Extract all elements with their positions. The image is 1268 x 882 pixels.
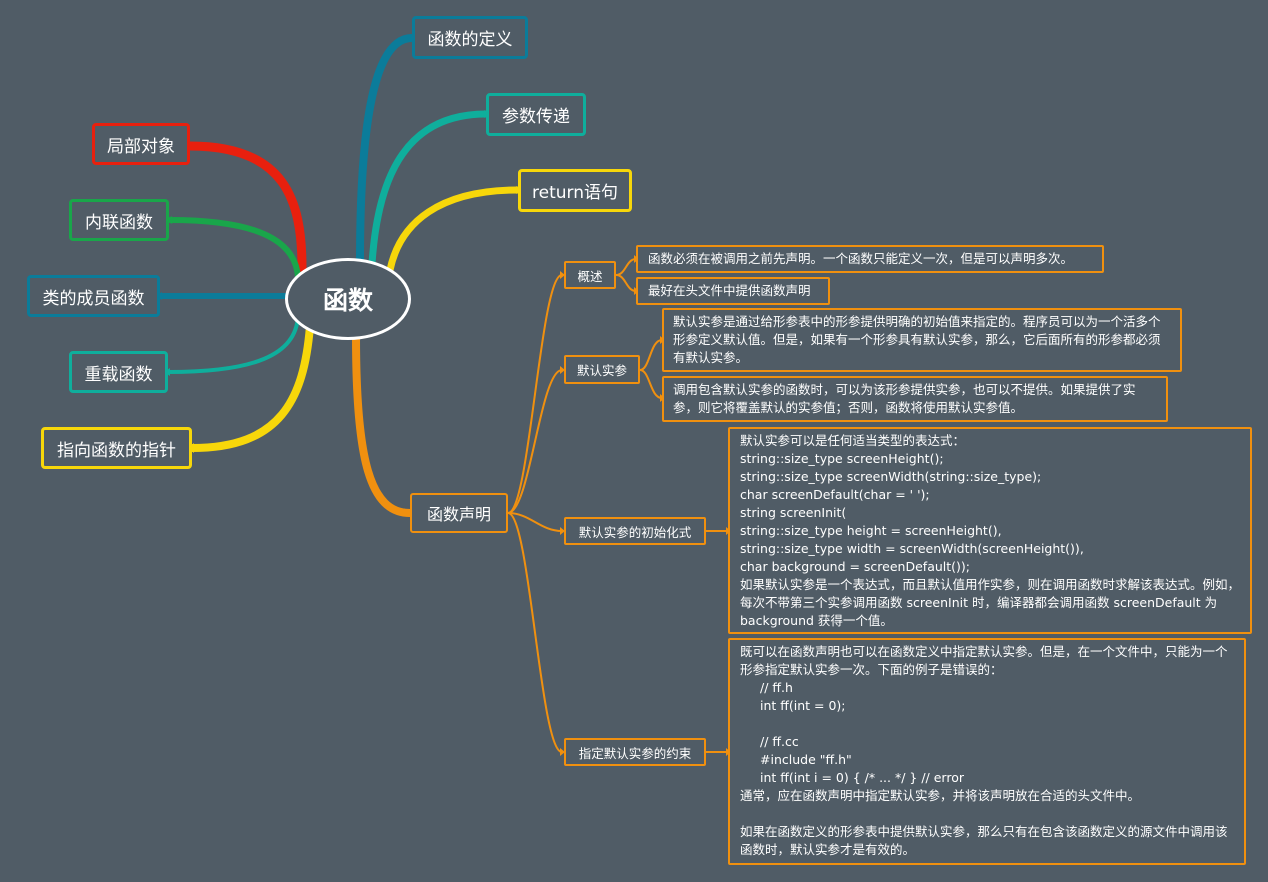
note-default-arg-initializer[interactable]: 默认实参可以是任何适当类型的表达式： string::size_type scr… — [728, 427, 1252, 634]
note-text: 最好在头文件中提供函数声明 — [648, 283, 811, 298]
subtopic-default-arg-initializers[interactable]: 默认实参的初始化式 — [564, 517, 706, 545]
connector-default-arg — [507, 369, 563, 514]
note-default-arg-calling[interactable]: 调用包含默认实参的函数时，可以为该形参提供实参，也可以不提供。如果提供了实参，则… — [662, 376, 1168, 422]
topic-function-pointers[interactable]: 指向函数的指针 — [41, 427, 192, 469]
code-line: int ff(int = 0); — [760, 698, 846, 713]
code-line: string screenInit( — [740, 505, 847, 520]
code-line: char screenDefault(char = ' '); — [740, 487, 930, 502]
connector-declaration — [352, 332, 414, 517]
connector-constraint — [507, 512, 563, 753]
note-explanation: 如果默认实参是一个表达式，而且默认值用作实参，则在调用函数时求解该表达式。例如，… — [740, 577, 1241, 628]
blank-line — [740, 805, 1234, 823]
blank-line — [740, 715, 1234, 733]
topic-member-functions[interactable]: 类的成员函数 — [27, 275, 160, 317]
subtopic-overview[interactable]: 概述 — [564, 261, 616, 289]
note-header-declaration[interactable]: 最好在头文件中提供函数声明 — [636, 277, 830, 305]
connector-overload — [166, 314, 300, 374]
note-default-arg-definition[interactable]: 默认实参是通过给形参表中的形参提供明确的初始值来指定的。程序员可以为一个活多个形… — [662, 308, 1182, 372]
code-line: char background = screenDefault()); — [740, 559, 970, 574]
topic-function-definition[interactable]: 函数的定义 — [412, 16, 528, 59]
note-intro: 默认实参可以是任何适当类型的表达式： — [740, 433, 966, 448]
note-text: 调用包含默认实参的函数时，可以为该形参提供实参，也可以不提供。如果提供了实参，则… — [673, 382, 1136, 415]
code-line: // ff.cc — [760, 734, 799, 749]
subtopic-default-arguments[interactable]: 默认实参 — [564, 355, 640, 384]
note-paragraph: 如果在函数定义的形参表中提供默认实参，那么只有在包含该函数定义的源文件中调用该函… — [740, 824, 1228, 857]
code-line: string::size_type width = screenWidth(sc… — [740, 541, 1084, 556]
code-line: #include "ff.h" — [760, 752, 852, 767]
topic-local-objects[interactable]: 局部对象 — [92, 123, 190, 165]
note-default-arg-constraint[interactable]: 既可以在函数声明也可以在函数定义中指定默认实参。但是，在一个文件中，只能为一个形… — [728, 638, 1246, 865]
note-text: 默认实参是通过给形参表中的形参提供明确的初始值来指定的。程序员可以为一个活多个形… — [673, 314, 1161, 365]
topic-overloaded-functions[interactable]: 重载函数 — [69, 351, 168, 393]
central-topic[interactable]: 函数 — [285, 258, 411, 340]
topic-parameter-passing[interactable]: 参数传递 — [486, 93, 586, 136]
note-paragraph: 通常，应在函数声明中指定默认实参，并将该声明放在合适的头文件中。 — [740, 788, 1141, 803]
connector-pointer — [188, 322, 314, 452]
code-line: string::size_type screenHeight(); — [740, 451, 944, 466]
connector-definition — [356, 34, 416, 266]
code-line: string::size_type height = screenHeight(… — [740, 523, 1002, 538]
subtopic-default-arg-constraints[interactable]: 指定默认实参的约束 — [564, 738, 706, 766]
connector-overview — [507, 274, 563, 514]
connector-local — [185, 141, 307, 273]
connector-inline — [167, 217, 301, 281]
topic-inline-functions[interactable]: 内联函数 — [69, 199, 169, 241]
connector-init — [507, 512, 563, 532]
topic-return-statement[interactable]: return语句 — [518, 169, 632, 212]
note-text: 函数必须在被调用之前先声明。一个函数只能定义一次，但是可以声明多次。 — [648, 251, 1074, 266]
topic-function-declaration[interactable]: 函数声明 — [410, 493, 508, 533]
note-declare-before-use[interactable]: 函数必须在被调用之前先声明。一个函数只能定义一次，但是可以声明多次。 — [636, 245, 1104, 273]
connector-params — [368, 110, 490, 268]
connector-return — [386, 186, 522, 274]
code-line: // ff.h — [760, 680, 793, 695]
code-line: int ff(int i = 0) { /* ... */ } // error — [760, 770, 964, 785]
code-line: string::size_type screenWidth(string::si… — [740, 469, 1042, 484]
note-intro: 既可以在函数声明也可以在函数定义中指定默认实参。但是，在一个文件中，只能为一个形… — [740, 644, 1228, 677]
